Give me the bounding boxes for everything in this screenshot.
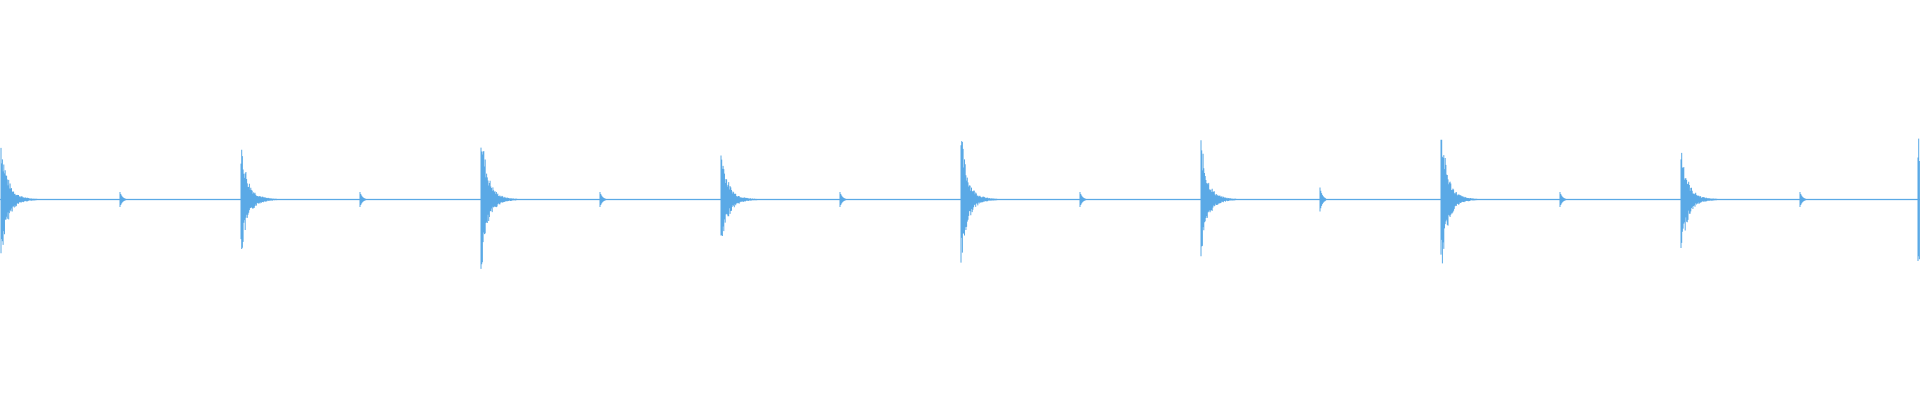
beat-transient xyxy=(480,147,518,269)
beat-minor-blip xyxy=(359,192,367,207)
beat-minor-blip xyxy=(1799,192,1807,207)
waveform-beat xyxy=(1917,138,1920,262)
beat-minor-blip xyxy=(839,192,847,207)
beat-transient xyxy=(240,149,278,249)
beat-minor-blip xyxy=(599,192,607,207)
waveform-beats xyxy=(0,138,1920,269)
beat-transient xyxy=(720,155,758,236)
waveform-beat xyxy=(1680,152,1807,248)
waveform-beat xyxy=(0,147,127,254)
waveform-beat xyxy=(240,149,367,249)
waveform-beat xyxy=(960,141,1087,263)
waveform-beat xyxy=(480,147,607,269)
beat-minor-blip xyxy=(1559,192,1567,207)
beat-transient xyxy=(1917,138,1920,262)
waveform-beat xyxy=(1440,139,1567,264)
beat-transient xyxy=(1680,152,1718,248)
beat-minor-blip xyxy=(119,192,127,207)
beat-minor-blip xyxy=(1079,192,1087,207)
waveform-beat xyxy=(1200,140,1327,257)
beat-transient xyxy=(1440,139,1478,264)
waveform-beat xyxy=(720,155,847,236)
beat-transient xyxy=(0,147,38,254)
beat-transient xyxy=(1200,140,1238,257)
beat-minor-blip xyxy=(1319,187,1327,212)
beat-transient xyxy=(960,141,998,263)
